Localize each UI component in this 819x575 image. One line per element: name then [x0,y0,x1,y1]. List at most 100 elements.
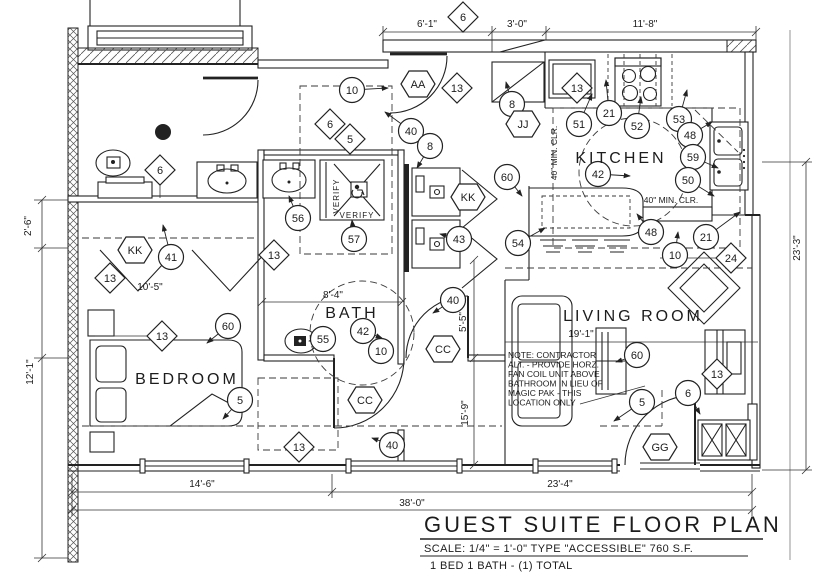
text-labels: KITCHEN BATH BEDROOM LIVING ROOM 40" MIN… [23,19,803,509]
keynote-5: 5 [226,386,254,414]
keynote-60: 60 [214,312,242,340]
keynote-10: 10 [338,76,366,104]
contractor-note: NOTE: CONTRACTOR ALT. - PROVIDE HORZ. FA… [508,350,603,408]
svg-text:BATHROOM IN LIEU OF: BATHROOM IN LIEU OF [508,379,603,389]
keynote-6: 6 [144,154,176,186]
svg-text:42: 42 [357,326,369,338]
keynote-42: 42 [349,317,377,345]
sofa [511,295,573,427]
keynote-13: 13 [283,431,315,463]
svg-text:6: 6 [327,119,333,131]
drawing-total: 1 BED 1 BATH - (1) TOTAL [430,560,573,572]
stove [614,57,662,107]
keynote-13: 13 [701,358,733,390]
svg-text:8: 8 [509,99,515,111]
svg-text:12'-1": 12'-1" [25,359,36,385]
verify-label-vertical: VERIFY [332,179,341,214]
svg-text:6: 6 [685,388,691,400]
svg-text:13: 13 [451,83,463,95]
bed [87,309,243,453]
svg-text:23'-4": 23'-4" [547,479,573,490]
keynote-48: 48 [676,121,704,149]
svg-text:14'-6": 14'-6" [189,479,215,490]
verify-label-horizontal: VERIFY [340,211,375,220]
svg-text:55: 55 [317,334,329,346]
title-block: GUEST SUITE FLOOR PLAN SCALE: 1/4" = 1'-… [420,512,782,572]
svg-text:40: 40 [386,440,398,452]
kitchen-island [528,187,644,237]
keynote-KK: KK [450,183,486,211]
svg-text:60: 60 [501,172,513,184]
svg-text:6: 6 [460,12,466,24]
keynote-13: 13 [94,262,126,294]
svg-text:51: 51 [573,119,585,131]
svg-text:40: 40 [447,295,459,307]
svg-text:5'-5": 5'-5" [458,312,469,332]
keynote-6: 6 [674,379,702,407]
keynote-6: 6 [314,108,346,140]
svg-text:MAGIC PAK - THIS: MAGIC PAK - THIS [508,388,582,398]
svg-text:50: 50 [682,175,694,187]
keynote-10: 10 [661,241,689,269]
room-label-bedroom: BEDROOM [135,371,239,388]
svg-text:8: 8 [427,141,433,153]
keynote-41: 41 [157,243,185,271]
keynote-21: 21 [595,99,623,127]
clearance-label-horizontal: 40" MIN. CLR. [644,195,699,205]
svg-text:6: 6 [157,165,163,177]
drawing-title: GUEST SUITE FLOOR PLAN [424,512,782,537]
svg-text:10: 10 [669,250,681,262]
svg-text:5: 5 [639,397,645,409]
keynote-60: 60 [493,163,521,191]
fixtures [87,57,758,461]
svg-text:CC: CC [435,344,451,356]
keynote-AA: AA [400,70,436,98]
keynote-56: 56 [284,204,312,232]
svg-text:11'-8": 11'-8" [633,19,658,30]
svg-text:6'-1": 6'-1" [417,19,437,30]
keynote-13: 13 [146,320,178,352]
keynote-JJ: JJ [505,110,541,138]
keynote-24: 24 [715,242,747,274]
svg-text:48: 48 [645,227,657,239]
hvac-magic-pak [697,419,751,461]
keynote-13: 13 [258,239,290,271]
svg-text:LOCATION ONLY: LOCATION ONLY [508,398,576,408]
svg-text:JJ: JJ [518,119,529,131]
svg-text:10'-5": 10'-5" [137,282,163,293]
keynote-43: 43 [445,225,473,253]
room-label-kitchen: KITCHEN [575,150,666,167]
svg-text:13: 13 [156,331,168,343]
svg-text:60: 60 [631,350,643,362]
svg-text:10: 10 [375,346,387,358]
keynote-13: 13 [441,72,473,104]
keynote-51: 51 [565,110,593,138]
wc-door [202,76,259,136]
keynote-badges: 1040885121525348595042605443481021415657… [94,1,747,463]
svg-text:AA: AA [411,79,426,91]
svg-text:10: 10 [346,85,358,97]
svg-text:CC: CC [357,395,373,407]
svg-text:48: 48 [684,130,696,142]
keynote-54: 54 [504,229,532,257]
svg-text:KK: KK [461,192,476,204]
svg-text:38'-0": 38'-0" [399,498,425,509]
svg-text:NOTE: CONTRACTOR: NOTE: CONTRACTOR [508,350,596,360]
svg-text:13: 13 [711,369,723,381]
kitchen-sink [709,121,749,191]
keynote-5: 5 [334,123,366,155]
keynote-55: 55 [309,325,337,353]
washer-dryer [404,164,461,272]
dimension-lines [34,26,812,563]
keynote-5: 5 [628,388,656,416]
keynote-40: 40 [439,286,467,314]
svg-text:56: 56 [292,213,304,225]
keynote-13: 13 [561,72,593,104]
drawing-scale: SCALE: 1/4" = 1'-0" TYPE "ACCESSIBLE" 76… [424,543,693,555]
keynote-GG: GG [642,433,678,461]
keynote-60: 60 [623,341,651,369]
svg-text:23'-3": 23'-3" [792,235,803,261]
keynote-42: 42 [584,160,612,188]
svg-text:53: 53 [673,114,685,126]
